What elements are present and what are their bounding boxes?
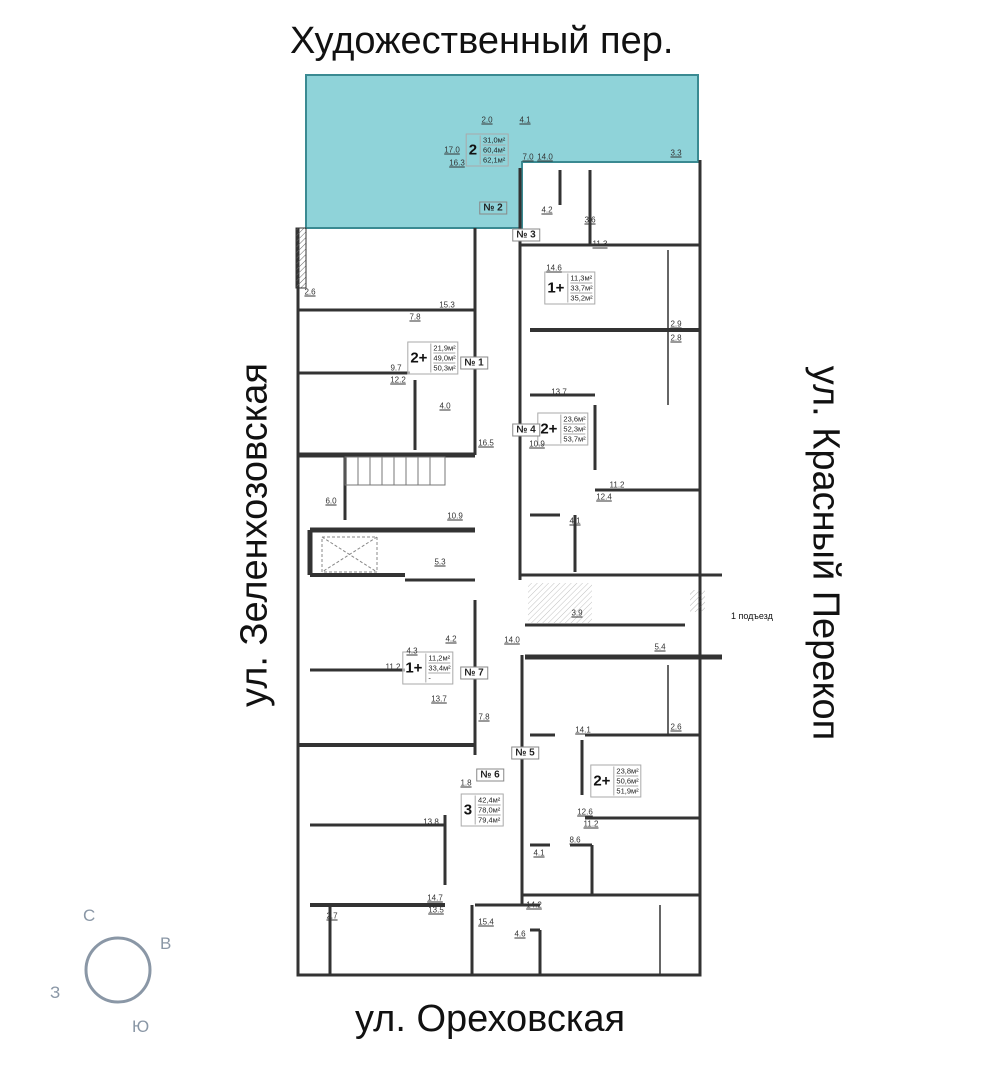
room-area: 7.8 <box>478 712 490 722</box>
compass-west: З <box>50 983 61 1002</box>
room-area: 13.5 <box>428 905 444 915</box>
room-area: 4.1 <box>533 848 545 858</box>
street-top: Художественный пер. <box>290 20 674 62</box>
room-area: 16.3 <box>449 158 465 168</box>
elevator <box>321 536 378 573</box>
apartment-number[interactable]: № 3 <box>512 228 540 242</box>
room-area: 1.8 <box>460 778 472 788</box>
room-area: 2.6 <box>670 722 682 732</box>
apartment-number[interactable]: № 6 <box>476 768 504 782</box>
compass-east: В <box>160 934 172 953</box>
room-area: 3.3 <box>670 148 682 158</box>
room-area: 2.0 <box>481 115 493 125</box>
compass-north: С <box>83 906 96 925</box>
apartment-number[interactable]: № 1 <box>460 356 488 370</box>
walls <box>295 160 722 977</box>
room-area: 3.9 <box>571 608 583 618</box>
room-area: 4.2 <box>541 205 553 215</box>
room-area: 16.5 <box>478 438 494 448</box>
room-area: 6.0 <box>325 496 337 506</box>
room-area: 10.9 <box>447 511 463 521</box>
room-area: 8.6 <box>569 835 581 845</box>
room-area: 12.6 <box>577 807 593 817</box>
staircase <box>344 456 446 486</box>
room-area: 15.3 <box>439 300 455 310</box>
room-area: 14.0 <box>537 152 553 162</box>
room-area: 5.4 <box>654 642 666 652</box>
room-area: 7.0 <box>522 152 534 162</box>
room-area: 11.3 <box>592 239 608 249</box>
entrance-marker <box>690 590 705 612</box>
room-area: 13.7 <box>551 387 567 397</box>
room-area: 2.7 <box>326 911 338 921</box>
room-area: 4.3 <box>406 646 418 656</box>
room-area: 11.2 <box>609 480 625 490</box>
apartment-number[interactable]: № 7 <box>460 666 488 680</box>
room-area: 14.6 <box>546 263 562 273</box>
room-area: 7.8 <box>409 312 421 322</box>
room-area: 15.4 <box>478 917 494 927</box>
entrance-vestibule <box>528 583 592 623</box>
apartment-number[interactable]: № 4 <box>512 423 540 437</box>
room-area: 13.7 <box>431 694 447 704</box>
street-bottom: ул. Ореховская <box>355 998 626 1040</box>
room-area: 14.2 <box>526 900 542 910</box>
room-area: 11.2 <box>385 662 401 672</box>
room-area: 14.7 <box>427 893 443 903</box>
room-area: 2.9 <box>670 319 682 329</box>
room-area: 14.1 <box>575 725 591 735</box>
room-area: 10.9 <box>529 439 545 449</box>
room-area: 12.4 <box>596 492 612 502</box>
apartment-number[interactable]: № 5 <box>511 746 539 760</box>
room-area: 13.8 <box>423 817 439 827</box>
compass-south: Ю <box>132 1017 150 1036</box>
room-area: 4.2 <box>445 634 457 644</box>
room-area: 11.2 <box>583 819 599 829</box>
room-area: 4.0 <box>439 401 451 411</box>
room-area: 2.8 <box>670 333 682 343</box>
room-area: 2.6 <box>304 287 316 297</box>
room-area: 17.0 <box>444 145 460 155</box>
apartment-number[interactable]: № 2 <box>479 201 507 215</box>
entrance-label: 1 подъезд <box>731 611 773 621</box>
room-area: 12.2 <box>390 375 406 385</box>
room-area: 14.0 <box>504 635 520 645</box>
room-area: 4.1 <box>519 115 531 125</box>
room-area: 3.6 <box>584 215 596 225</box>
room-area: 5.3 <box>434 557 446 567</box>
room-area: 4.1 <box>569 516 581 526</box>
room-area: 4.6 <box>514 929 526 939</box>
room-area: 9.7 <box>390 363 402 373</box>
compass-ring <box>84 936 152 1004</box>
